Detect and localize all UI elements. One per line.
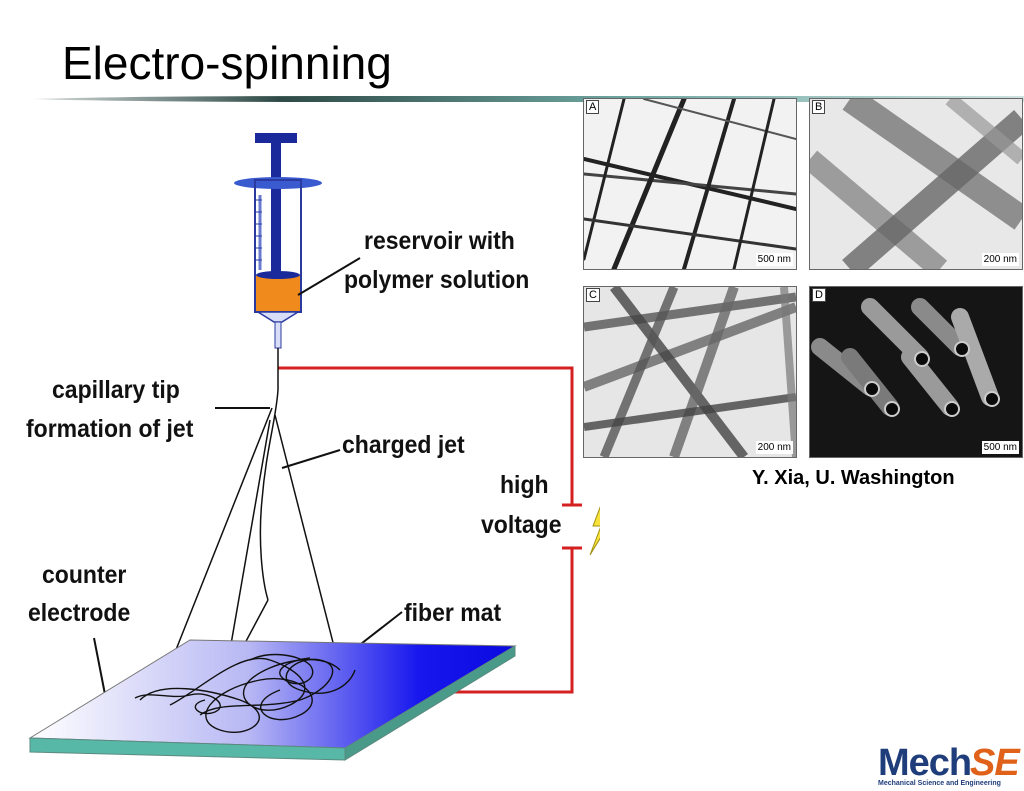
micrograph-a-image (584, 99, 796, 269)
logo-mech-text: Mech (878, 742, 972, 784)
mechse-logo: Mech SE Mechanical Science and Engineeri… (874, 742, 1024, 791)
capillary-needle (274, 321, 282, 349)
micrograph-panel-b: B 200 nm (809, 98, 1023, 270)
label-charged-jet: charged jet (342, 431, 465, 459)
plunger-rod (271, 143, 281, 275)
label-electrode: electrode (28, 599, 131, 627)
micrograph-panel-a: A 500 nm (583, 98, 797, 270)
fiber-mat (134, 653, 356, 733)
micrograph-b-image (810, 99, 1022, 269)
panel-d-scale: 500 nm (981, 441, 1019, 454)
panel-a-label: A (586, 100, 600, 114)
micrograph-panel-d: D 500 nm (809, 286, 1023, 458)
logo-subtitle: Mechanical Science and Engineering (878, 780, 1001, 787)
lightning-icon (589, 506, 600, 556)
label-reservoir-line1: reservoir with (364, 227, 515, 255)
micrograph-c-image (584, 287, 796, 457)
label-capillary-tip: capillary tip (52, 376, 180, 404)
image-credit: Y. Xia, U. Washington (752, 467, 955, 489)
plunger-cap (255, 133, 297, 143)
charged-jet-lines (159, 348, 341, 691)
label-fiber-mat: fiber mat (404, 599, 502, 627)
label-voltage: voltage (481, 511, 562, 539)
syringe (234, 133, 322, 349)
label-formation-of-jet: formation of jet (26, 415, 194, 443)
panel-d-label: D (812, 288, 826, 302)
label-counter: counter (42, 561, 127, 589)
voltage-wire (278, 366, 574, 694)
counter-electrode-plate (28, 639, 517, 761)
panel-a-scale: 500 nm (755, 253, 793, 266)
label-high: high (500, 471, 549, 499)
polymer-solution (256, 275, 300, 311)
panel-b-label: B (812, 100, 826, 114)
syringe-flange (234, 177, 322, 189)
slide-title: Electro-spinning (62, 37, 392, 89)
panel-c-scale: 200 nm (755, 441, 793, 454)
label-reservoir-line2: polymer solution (344, 266, 530, 294)
electrospinning-diagram (28, 133, 600, 761)
micrograph-d-image (811, 298, 1000, 417)
logo-se-text: SE (970, 742, 1020, 784)
panel-c-label: C (586, 288, 600, 302)
panel-b-scale: 200 nm (981, 253, 1019, 266)
micrograph-panel-c: C 200 nm (583, 286, 797, 458)
